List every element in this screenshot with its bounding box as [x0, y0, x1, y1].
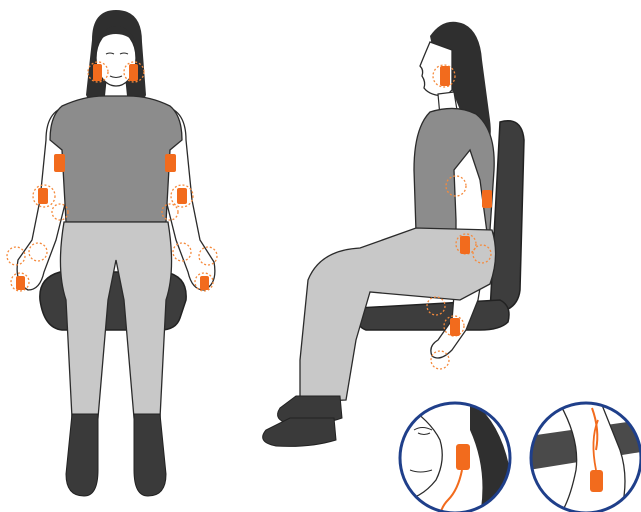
electrode-front-upperarm-left: [54, 154, 65, 172]
right-boot-front: [134, 414, 166, 496]
chair-back-side: [490, 121, 524, 312]
electrode-front-upperarm-right: [165, 154, 176, 172]
face-closeup-inset: [398, 400, 513, 512]
shirt-front: [50, 96, 182, 222]
shoe-front-side: [263, 418, 336, 446]
left-boot-front: [66, 414, 98, 496]
hand-closeup-inset: [529, 400, 641, 512]
side-view-figure: [263, 22, 524, 447]
